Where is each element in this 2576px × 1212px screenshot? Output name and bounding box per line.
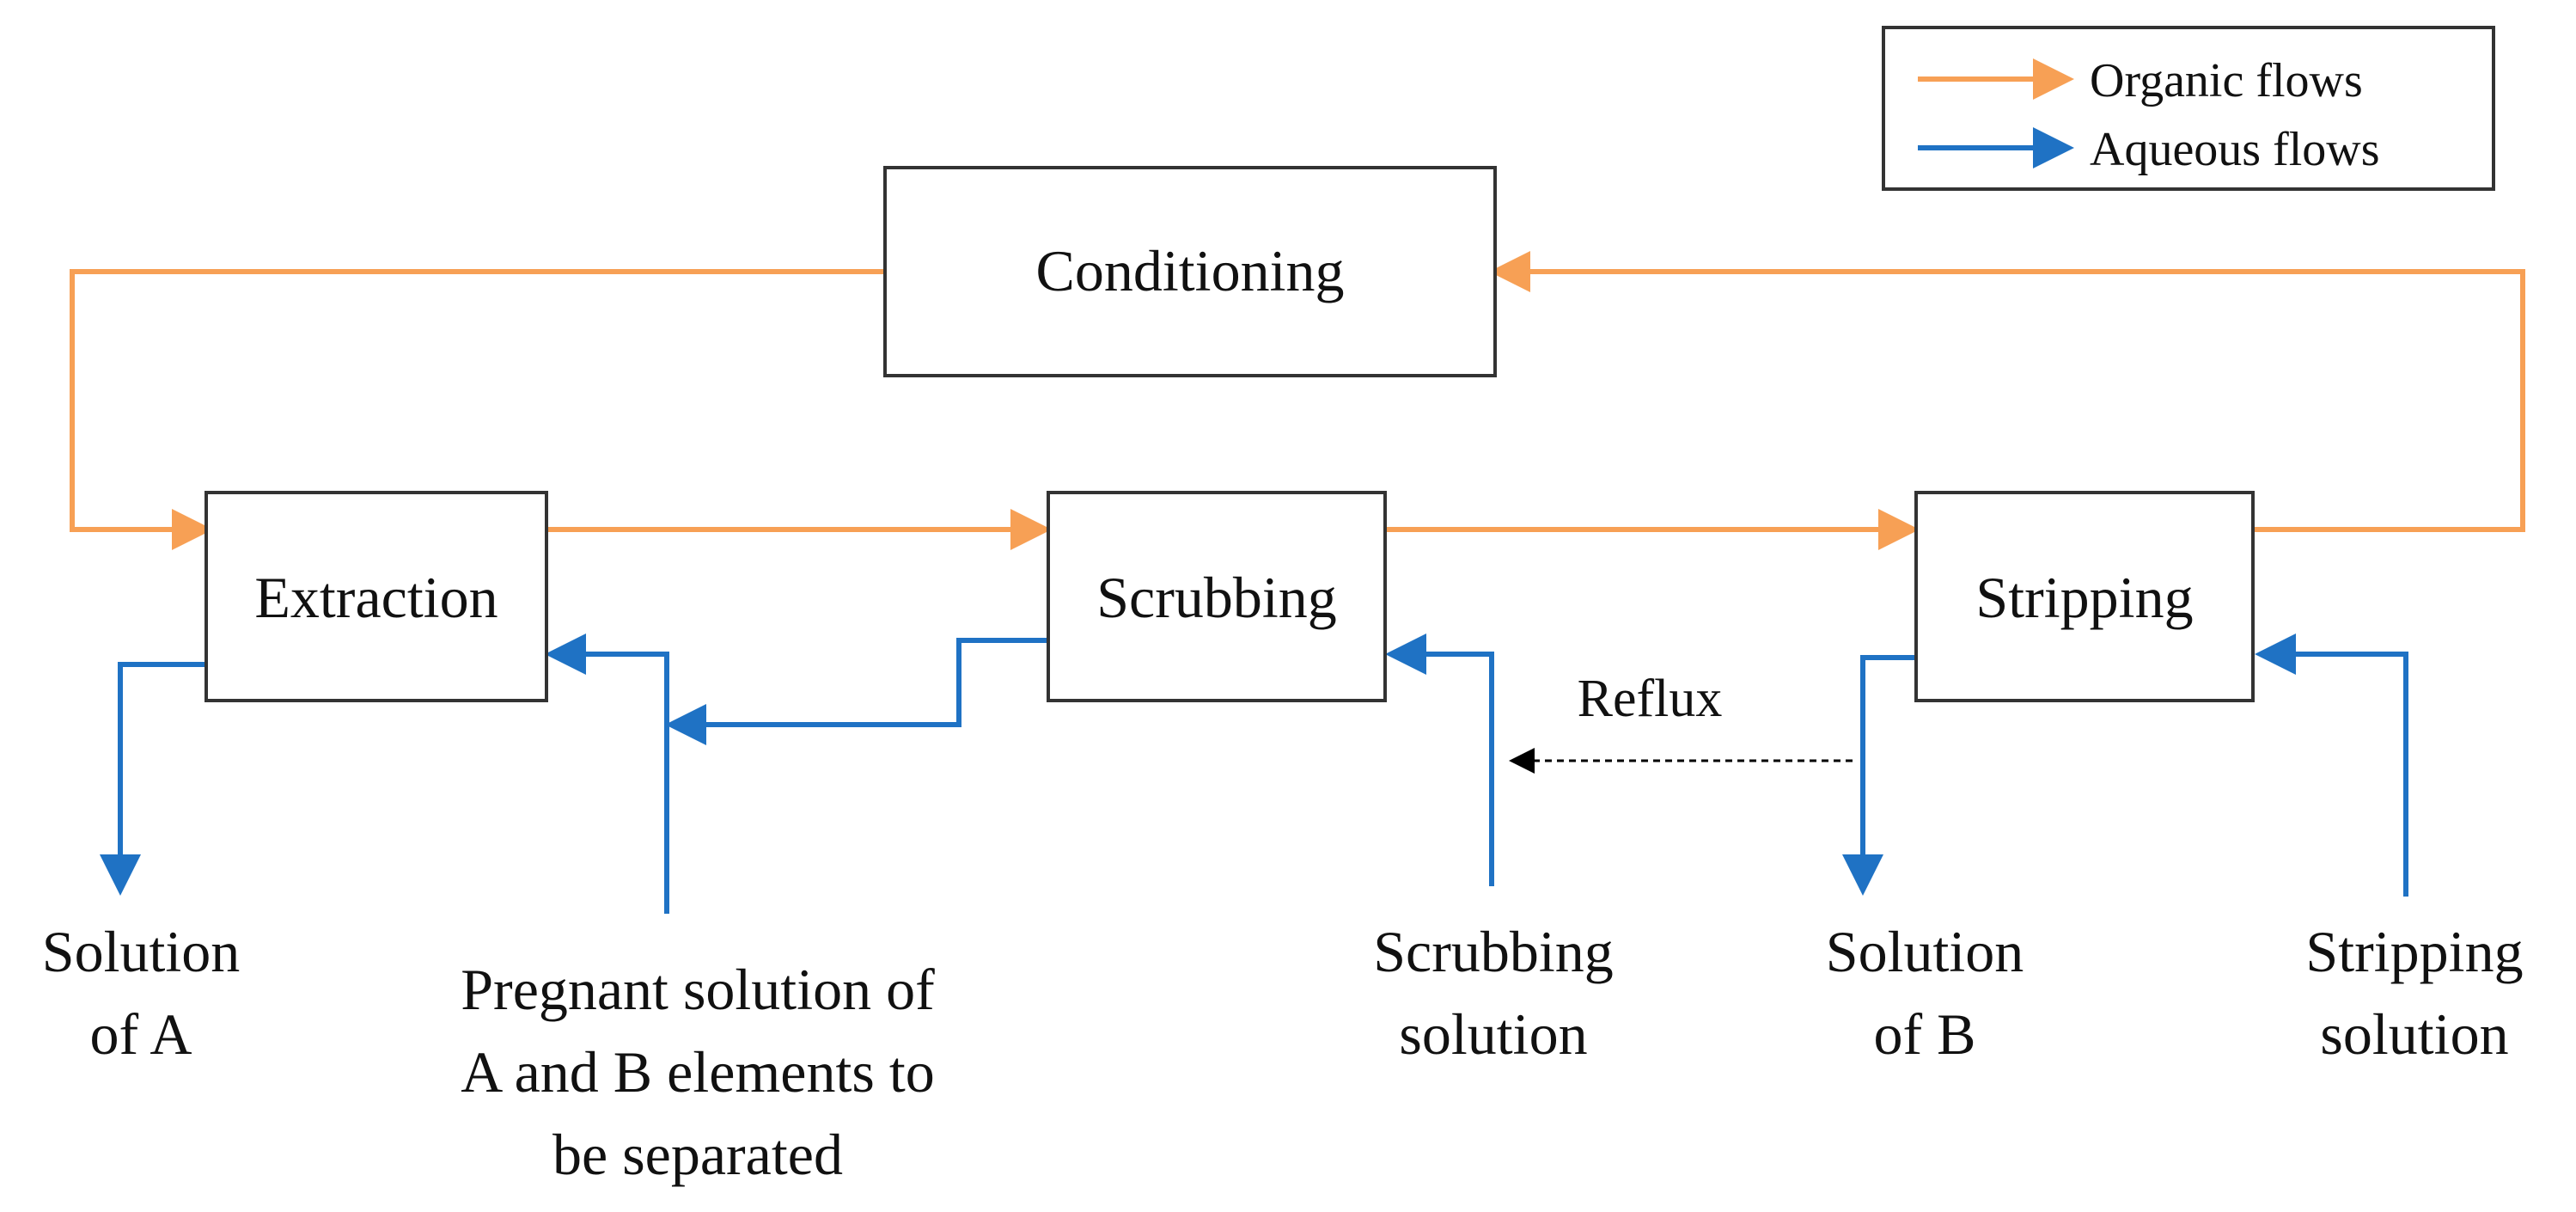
label-solution-a-line-2: of A <box>90 1001 192 1067</box>
organic-flows <box>70 251 2525 550</box>
legend: Organic flows Aqueous flows <box>1882 26 2495 191</box>
label-scrubbing-solution: Scrubbing solution <box>1373 919 1614 1067</box>
aqueous-flow-solution-a-out <box>100 662 206 896</box>
box-stripping: Stripping <box>1914 491 2255 702</box>
box-stripping-label: Stripping <box>1975 565 2193 630</box>
box-extraction-rect <box>204 491 548 702</box>
box-conditioning-label: Conditioning <box>1036 238 1345 303</box>
legend-organic-label: Organic flows <box>2090 54 2363 107</box>
box-conditioning: Conditioning <box>883 166 1497 377</box>
organic-flow-stripping-to-conditioning <box>1489 251 2525 532</box>
label-solution-b-line-2: of B <box>1874 1001 1976 1067</box>
aqueous-flow-solution-b-out <box>1842 655 1916 896</box>
reflux-label: Reflux <box>1578 670 1723 728</box>
label-stripping-solution-line-1: Stripping <box>2305 919 2523 984</box>
label-solution-a: Solution of A <box>42 919 241 1067</box>
box-conditioning-rect <box>883 166 1497 377</box>
label-stripping-solution: Stripping solution <box>2305 919 2523 1067</box>
label-stripping-solution-line-2: solution <box>2320 1001 2508 1067</box>
box-scrubbing-label: Scrubbing <box>1096 565 1337 630</box>
legend-aqueous-label: Aqueous flows <box>2090 123 2380 176</box>
legend-box <box>1882 26 2495 191</box>
box-extraction-label: Extraction <box>254 565 497 630</box>
label-scrubbing-solution-line-1: Scrubbing <box>1373 919 1614 984</box>
box-scrubbing-rect <box>1047 491 1387 702</box>
aqueous-flow-pregnant-feed-in <box>545 634 669 914</box>
organic-flow-conditioning-to-extraction <box>70 269 885 550</box>
label-pregnant-line-3: be separated <box>552 1122 843 1187</box>
label-solution-b-line-1: Solution <box>1826 919 2024 984</box>
aqueous-flow-scrubbing-solution-in <box>1385 634 1494 886</box>
label-pregnant-line-1: Pregnant solution of <box>461 957 935 1022</box>
label-pregnant-line-2: A and B elements to <box>461 1039 934 1105</box>
aqueous-flow-scrubbing-to-extraction <box>665 638 1048 745</box>
reflux: Reflux <box>1509 670 1853 774</box>
label-solution-b: Solution of B <box>1826 919 2024 1067</box>
aqueous-flows <box>100 634 2408 914</box>
label-pregnant-solution: Pregnant solution of A and B elements to… <box>461 957 935 1187</box>
label-scrubbing-solution-line-2: solution <box>1399 1001 1587 1067</box>
box-stripping-rect <box>1914 491 2255 702</box>
label-solution-a-line-1: Solution <box>42 919 241 984</box>
box-scrubbing: Scrubbing <box>1047 491 1387 702</box>
aqueous-flow-stripping-solution-in <box>2255 634 2408 897</box>
box-extraction: Extraction <box>204 491 548 702</box>
